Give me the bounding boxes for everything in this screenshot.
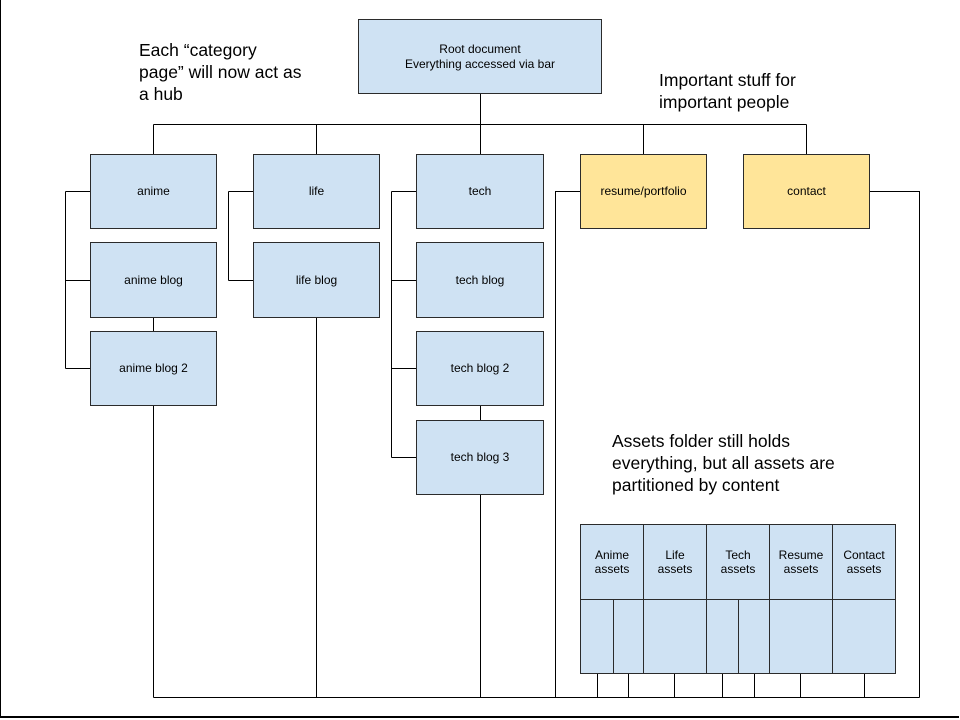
contact-side-rail [869,191,920,698]
life-assets-label: Life assets [657,548,693,576]
anime-assets-subfolder [613,599,644,674]
anime-side-rail [65,191,91,369]
anime-page: anime [90,154,217,229]
contact-page: contact [743,154,870,229]
hub-note: Each “category page” will now act as a h… [139,40,302,104]
tech-assets-subfolder [738,599,770,674]
assets-folder-note: Assets folder still holds everything, bu… [612,431,835,495]
anime-blog-page: anime blog [90,242,217,318]
asset-drops [597,673,865,698]
tech-assets-header: Tech assets [706,524,770,600]
tech-assets-subfolder [706,599,739,674]
life-page: life [253,154,380,229]
anime-assets-header: Anime assets [580,524,644,600]
resume-side-rail [555,191,581,698]
resume-assets-subfolder [769,599,833,674]
tech-blog-3-page: tech blog 3 [416,420,544,495]
life-side-rail [228,191,254,281]
anime-blog-2-page: anime blog 2 [90,331,217,406]
root-document-box: Root document Everything accessed via ba… [358,19,602,94]
anime-assets-subfolder [580,599,614,674]
contact-assets-header: Contact assets [832,524,896,600]
root-title: Root document [439,41,521,56]
anime-assets-label: Anime assets [594,548,630,576]
life-blog-page: life blog [253,242,380,318]
tech-blog-2-page: tech blog 2 [416,331,544,406]
important-note: Important stuff for important people [659,70,796,112]
contact-assets-label: Contact assets [843,548,885,576]
life-assets-subfolder [643,599,707,674]
root-subtitle: Everything accessed via bar [404,56,556,71]
resume-assets-label: Resume assets [778,548,824,576]
resume-assets-header: Resume assets [769,524,833,600]
contact-assets-subfolder [832,599,896,674]
tech-side-rail [391,191,417,458]
life-assets-header: Life assets [643,524,707,600]
tech-blog-page: tech blog [416,242,544,318]
resume-portfolio-page: resume/portfolio [580,154,707,229]
tech-assets-label: Tech assets [720,548,756,576]
tech-page: tech [416,154,544,229]
